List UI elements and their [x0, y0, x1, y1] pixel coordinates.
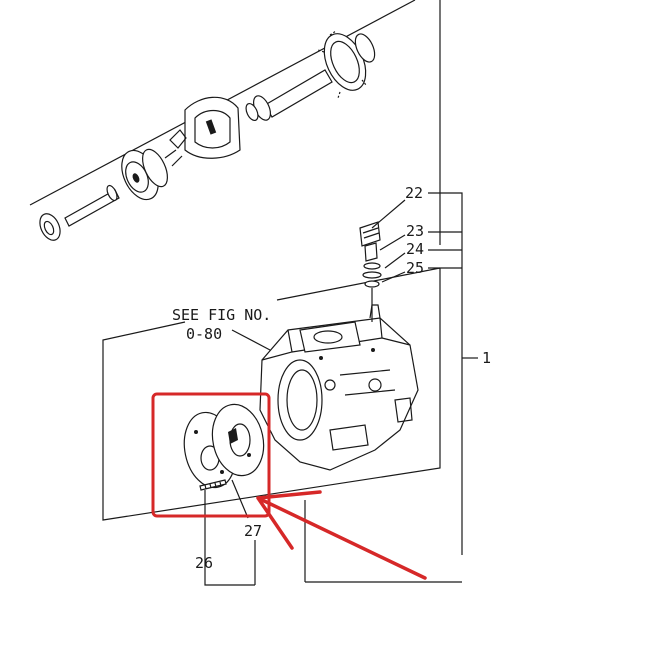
callout-24: 24 [406, 240, 424, 258]
callout-22: 22 [405, 184, 423, 202]
shaft-assembly [39, 30, 376, 241]
large-gear [317, 30, 376, 99]
delivery-valve [359, 221, 382, 322]
end-washer [39, 213, 61, 241]
callout-25: 25 [406, 259, 424, 277]
gasket-plate [211, 403, 265, 477]
main-shaft [264, 69, 333, 118]
leader-lines [204, 192, 478, 586]
callout-1: 1 [482, 349, 491, 367]
flyweight-holder [164, 96, 241, 167]
see-fig-number: 0-80 [186, 325, 222, 343]
red-highlight [151, 392, 427, 580]
pump-housing [259, 304, 419, 471]
assembly-frame [102, 0, 441, 521]
see-fig-label: SEE FIG NO. [172, 306, 271, 324]
flange-disc [121, 148, 168, 201]
callout-27: 27 [244, 522, 262, 540]
callout-23: 23 [406, 222, 424, 240]
small-shaft [64, 189, 120, 227]
callout-26: 26 [195, 554, 213, 572]
screw [199, 479, 227, 491]
highlight-box [151, 392, 271, 518]
highlight-arrow [256, 490, 427, 580]
